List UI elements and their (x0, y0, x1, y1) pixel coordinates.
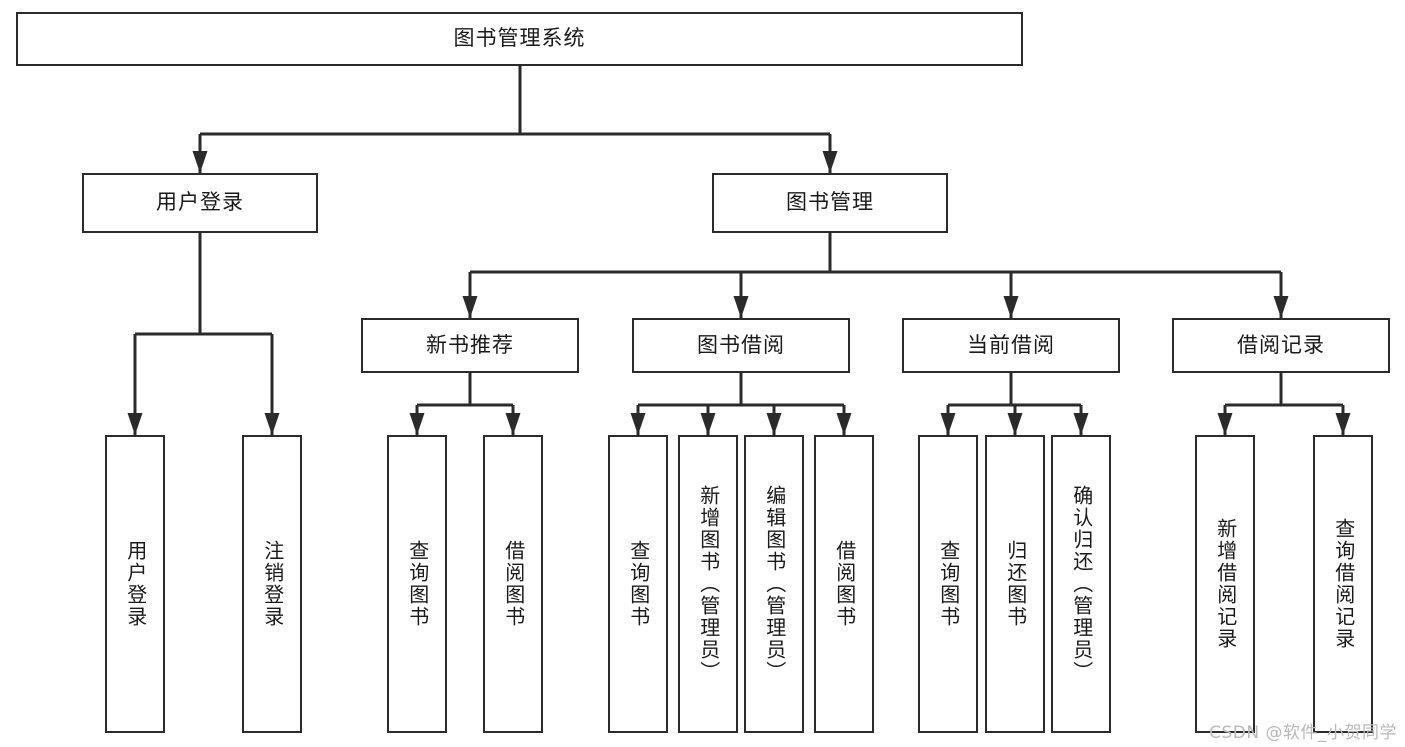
node-label: 用户登录 (123, 540, 148, 628)
node-leaf-query-book-2[interactable]: 查询图书 (608, 435, 668, 733)
node-label: 新书推荐 (426, 332, 514, 357)
node-label: 借阅记录 (1237, 332, 1325, 357)
arrow-head-icon (822, 151, 838, 173)
node-leaf-borrow-book-1[interactable]: 借阅图书 (483, 435, 543, 733)
arrow-head-icon (1073, 413, 1089, 435)
node-label: 用户登录 (156, 190, 244, 215)
node-leaf-query-borrow-record[interactable]: 查询借阅记录 (1313, 435, 1373, 733)
arrow-head-icon (940, 413, 956, 435)
arrow-head-icon (700, 413, 716, 435)
node-label: 图书管理系统 (453, 26, 586, 51)
node-label: 新增借阅记录 (1213, 518, 1238, 650)
arrow-head-icon (1003, 296, 1019, 318)
arrow-head-icon (264, 413, 280, 435)
arrow-head-icon (1217, 413, 1233, 435)
arrow-head-icon (766, 413, 782, 435)
node-label: 图书借阅 (697, 332, 785, 357)
arrow-head-icon (505, 413, 521, 435)
node-book-manage[interactable]: 图书管理 (712, 173, 948, 233)
arrow-head-icon (1273, 296, 1289, 318)
node-label: 新增图书（管理员） (696, 485, 721, 683)
node-leaf-user-logout[interactable]: 注销登录 (242, 435, 302, 733)
node-leaf-query-book-1[interactable]: 查询图书 (387, 435, 447, 733)
arrow-head-icon (1007, 413, 1023, 435)
arrow-head-icon (733, 296, 749, 318)
arrow-head-icon (409, 413, 425, 435)
node-label: 图书管理 (786, 190, 874, 215)
node-root[interactable]: 图书管理系统 (16, 12, 1023, 66)
arrow-head-icon (1335, 413, 1351, 435)
node-label: 当前借阅 (967, 332, 1055, 357)
arrow-head-icon (462, 296, 478, 318)
node-user-login[interactable]: 用户登录 (82, 173, 318, 233)
node-label: 注销登录 (260, 540, 285, 628)
node-label: 查询借阅记录 (1331, 518, 1356, 650)
watermark: CSDN @软件_小贺同学 (1209, 723, 1397, 743)
node-book-borrow[interactable]: 图书借阅 (632, 318, 850, 373)
arrow-head-icon (630, 413, 646, 435)
node-leaf-add-book[interactable]: 新增图书（管理员） (678, 435, 738, 733)
arrow-head-icon (192, 151, 208, 173)
node-leaf-edit-book[interactable]: 编辑图书（管理员） (744, 435, 804, 733)
arrow-head-icon (127, 413, 143, 435)
arrow-head-icon (836, 413, 852, 435)
node-label: 借阅图书 (501, 540, 526, 628)
node-label: 查询图书 (936, 540, 961, 628)
node-leaf-confirm-return[interactable]: 确认归还（管理员） (1051, 435, 1111, 733)
node-new-book-recommend[interactable]: 新书推荐 (361, 318, 579, 373)
node-label: 查询图书 (405, 540, 430, 628)
node-leaf-add-borrow-record[interactable]: 新增借阅记录 (1195, 435, 1255, 733)
node-leaf-user-login[interactable]: 用户登录 (105, 435, 165, 733)
node-borrow-record[interactable]: 借阅记录 (1172, 318, 1390, 373)
node-current-borrow[interactable]: 当前借阅 (902, 318, 1120, 373)
node-label: 编辑图书（管理员） (762, 485, 787, 683)
node-label: 确认归还（管理员） (1069, 485, 1094, 683)
node-label: 借阅图书 (832, 540, 857, 628)
node-leaf-borrow-book-2[interactable]: 借阅图书 (814, 435, 874, 733)
node-label: 归还图书 (1003, 540, 1028, 628)
node-leaf-query-book-3[interactable]: 查询图书 (918, 435, 978, 733)
node-leaf-return-book[interactable]: 归还图书 (985, 435, 1045, 733)
node-label: 查询图书 (626, 540, 651, 628)
